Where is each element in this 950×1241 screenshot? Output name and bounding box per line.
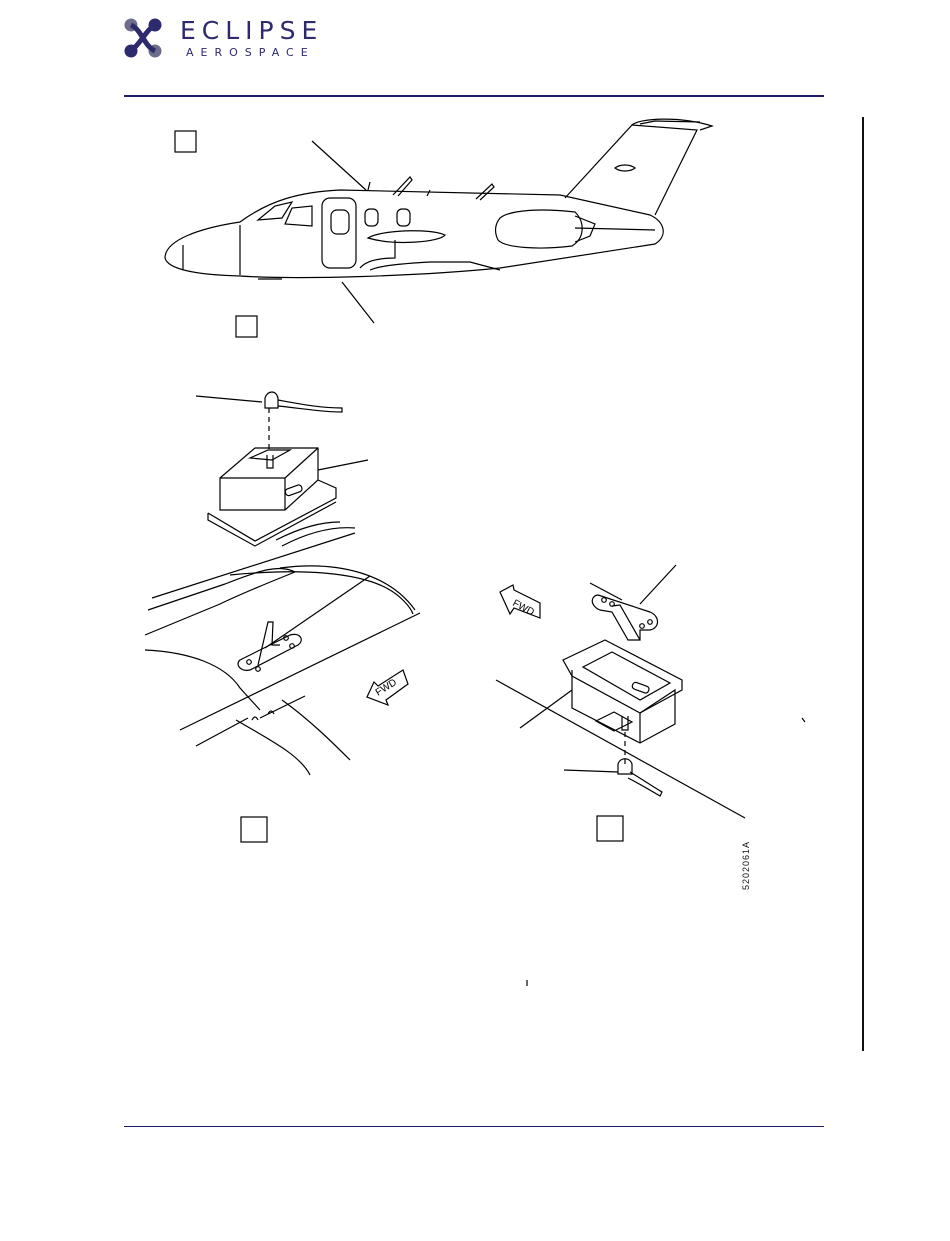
callout-box-top-left bbox=[175, 131, 196, 152]
callout-box-right-detail bbox=[597, 816, 623, 841]
footer-rule bbox=[124, 1126, 824, 1127]
callout-box-bottom bbox=[236, 316, 257, 337]
right-detail-assembly bbox=[496, 565, 805, 818]
fwd-label-right: FWD bbox=[511, 598, 536, 618]
leader-line-lower bbox=[342, 282, 374, 323]
figure-reference-code: 5202061A bbox=[741, 841, 751, 890]
callout-box-left-detail bbox=[241, 817, 267, 842]
aircraft-side-view bbox=[165, 119, 712, 279]
fwd-label-left: FWD bbox=[374, 677, 399, 698]
leader-line-upper bbox=[312, 141, 366, 190]
left-detail-assembly bbox=[145, 392, 420, 775]
